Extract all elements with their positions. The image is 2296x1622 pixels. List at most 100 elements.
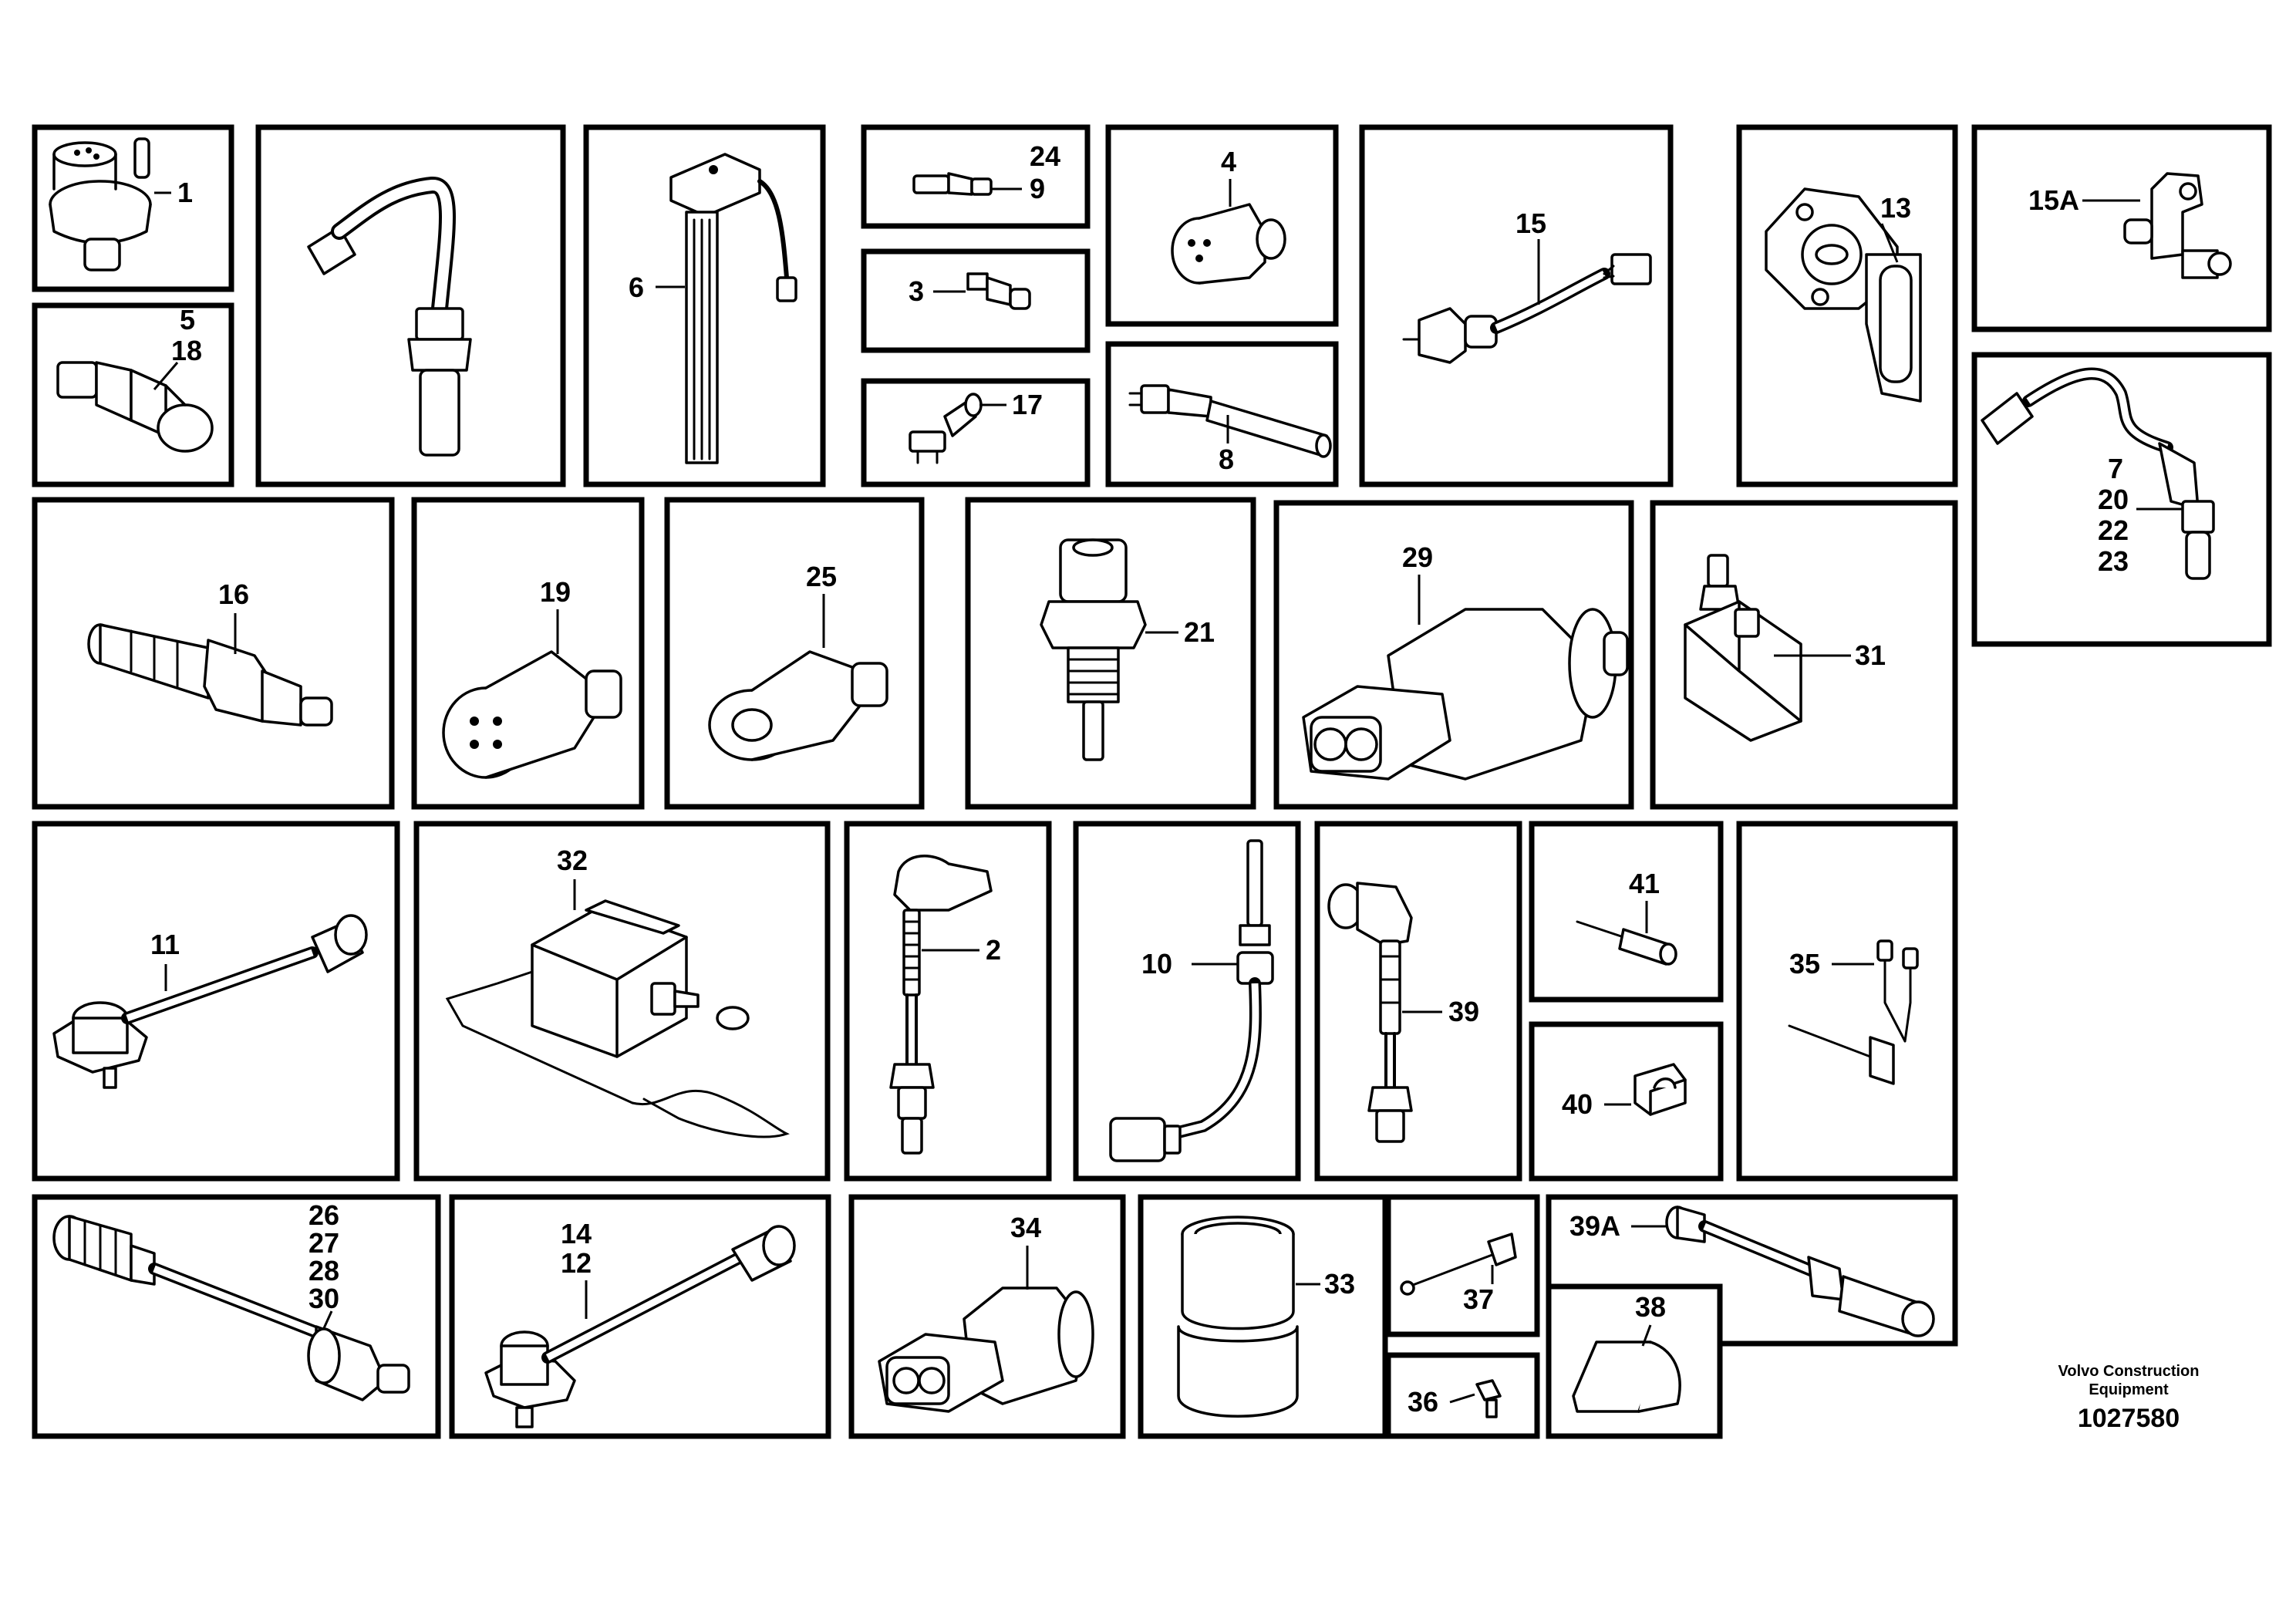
level-sender-drawing [669, 153, 797, 464]
sensor-25-drawing [708, 650, 888, 761]
probe-37-drawing [1400, 1233, 1517, 1296]
probe-41-drawing [1576, 920, 1677, 966]
cable-sensor-drawing [307, 177, 472, 457]
callout-11: 11 [150, 929, 180, 960]
panel-part-33: 33 [1138, 1194, 1388, 1439]
panel-part-5-18: 5 18 [32, 302, 234, 487]
callout-37: 37 [1463, 1283, 1494, 1315]
sensor-21-drawing [1040, 538, 1147, 761]
callout-28: 28 [308, 1255, 339, 1286]
callout-4: 4 [1221, 146, 1236, 177]
valve-32-drawing [445, 899, 790, 1138]
callout-20: 20 [2098, 484, 2129, 515]
panel-part-15a: 15A [1971, 124, 2272, 332]
panel-part-11: 11 [32, 821, 400, 1182]
sensor-10-drawing [1109, 839, 1274, 1162]
panel-part-26-27-28-30: 26 27 28 30 [32, 1194, 441, 1439]
callout-29: 29 [1402, 541, 1433, 573]
callout-40: 40 [1562, 1088, 1593, 1120]
callout-6: 6 [629, 271, 644, 303]
sensor-26-drawing [52, 1215, 410, 1401]
callout-15: 15 [1515, 207, 1546, 239]
callout-30: 30 [308, 1283, 339, 1314]
panel-part-38: 38 [1546, 1283, 1723, 1439]
callout-21: 21 [1184, 616, 1215, 648]
callout-39: 39 [1448, 996, 1479, 1027]
pressure-sensor-drawing [1171, 203, 1286, 285]
sensor-19-drawing [442, 650, 622, 779]
panel-part-15: 15 [1359, 124, 1674, 487]
callout-23: 23 [2098, 545, 2129, 577]
callout-2: 2 [986, 934, 1001, 966]
panel-part-6: 6 [583, 124, 826, 487]
callout-9: 9 [1030, 173, 1045, 204]
callout-14: 14 [561, 1218, 592, 1249]
callout-24: 24 [1030, 140, 1060, 172]
callout-1: 1 [177, 177, 193, 208]
callout-3: 3 [909, 275, 924, 307]
panel-part-2: 2 [844, 821, 1052, 1182]
panel-part-34: 34 [848, 1194, 1126, 1439]
panel-part-16: 16 [32, 497, 395, 810]
connector-sensor-29-drawing [1302, 608, 1629, 781]
cap-38-drawing [1572, 1340, 1681, 1413]
switch-drawing [909, 393, 983, 464]
panel-part-13: 13 [1736, 124, 1958, 487]
switch-31-drawing [1684, 554, 1802, 742]
panel-part-29: 29 [1273, 500, 1634, 810]
panel-part-37: 37 [1385, 1194, 1540, 1337]
callout-39a: 39A [1569, 1210, 1620, 1242]
connector-sensor-34-drawing [878, 1286, 1094, 1413]
callout-25: 25 [806, 561, 837, 592]
sensor-16-drawing [87, 623, 333, 727]
callout-18: 18 [171, 335, 202, 366]
angled-sensor-drawing [1981, 367, 2215, 580]
cover-33-drawing [1177, 1216, 1299, 1418]
panel-part-3: 3 [861, 248, 1091, 353]
panel-part-31: 31 [1650, 500, 1958, 810]
callout-31: 31 [1855, 639, 1886, 671]
panel-part-25: 25 [664, 497, 925, 810]
sensor-39a-drawing [1665, 1206, 1935, 1337]
panel-part-40: 40 [1529, 1021, 1724, 1182]
callout-41: 41 [1629, 868, 1660, 899]
brand-name: Volvo Construction [2058, 1363, 2200, 1380]
callout-35: 35 [1789, 948, 1820, 980]
callout-8: 8 [1219, 443, 1234, 475]
panel-part-24-9: 24 9 [861, 124, 1091, 229]
sensor-14-drawing [484, 1225, 796, 1428]
sensor-drawing [56, 361, 214, 453]
throttle-sensor-drawing [1765, 187, 1922, 403]
callout-22: 22 [2098, 514, 2129, 546]
panel-part-32: 32 [413, 821, 831, 1182]
callout-34: 34 [1010, 1212, 1041, 1243]
panel-part-41: 41 [1529, 821, 1724, 1003]
panel-part-35: 35 [1736, 821, 1958, 1182]
panel-part-10: 10 [1073, 821, 1301, 1182]
callout-10: 10 [1141, 948, 1172, 980]
callout-27: 27 [308, 1227, 339, 1259]
sensor-11-drawing [52, 914, 368, 1089]
cable-sender-drawing [1402, 253, 1652, 364]
small-sensor-drawing [912, 172, 993, 196]
callout-16: 16 [218, 578, 249, 610]
callout-33: 33 [1324, 1268, 1355, 1300]
callout-15a: 15A [2028, 184, 2079, 216]
panel-part-19: 19 [411, 497, 645, 810]
callout-13: 13 [1880, 192, 1911, 224]
panel-part-39: 39 [1314, 821, 1522, 1182]
panel-part-8: 8 [1105, 341, 1339, 487]
callout-38: 38 [1635, 1291, 1666, 1323]
sensor-35-drawing [1788, 939, 1919, 1085]
callout-32: 32 [557, 845, 588, 876]
panel-part-14-12: 14 12 [449, 1194, 831, 1439]
pressure-switch-drawing [49, 137, 152, 271]
callout-36: 36 [1408, 1386, 1438, 1418]
panel-part-36: 36 [1385, 1352, 1540, 1439]
drawing-number: 1027580 [2077, 1404, 2180, 1433]
panel-cable-sensor [255, 124, 566, 487]
panel-part-4: 4 [1105, 124, 1339, 327]
sensor-2-drawing [889, 855, 993, 1155]
panel-part-17: 17 [861, 378, 1091, 487]
